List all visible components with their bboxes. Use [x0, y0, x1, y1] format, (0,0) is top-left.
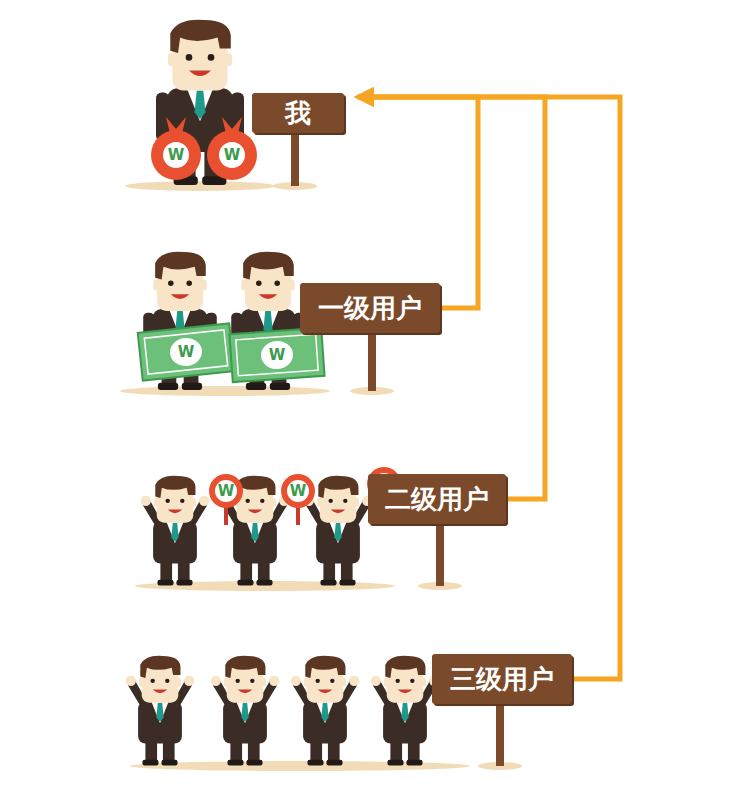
logo-letter: W: [290, 484, 307, 499]
money-bag: [151, 117, 201, 180]
money-bag: [207, 117, 257, 180]
logo-letter: W: [224, 148, 241, 163]
level-sign: 二级用户: [368, 474, 506, 524]
businessman: [291, 656, 360, 766]
paddle-sign: [281, 474, 315, 525]
businessman: [126, 656, 195, 766]
referral-connector: [358, 97, 620, 679]
referral-connector: [358, 97, 478, 308]
banknote: [229, 328, 324, 382]
sign-text: 我: [275, 96, 321, 131]
sign-text: 三级用户: [440, 662, 564, 697]
sign-text: 二级用户: [375, 482, 499, 517]
me-sign: 我: [252, 93, 344, 133]
logo-letter: W: [178, 345, 195, 360]
businessman: [211, 656, 280, 766]
level-sign: 三级用户: [432, 654, 572, 704]
ground-shadow: [120, 386, 330, 396]
logo-letter: W: [269, 348, 286, 363]
businessman: [371, 656, 440, 766]
sign-post: [436, 522, 444, 586]
sign-text: 一级用户: [308, 291, 432, 326]
level-sign: 一级用户: [300, 283, 440, 333]
sign-post: [368, 330, 376, 391]
paddle-sign: [209, 474, 243, 525]
businessman: [141, 476, 210, 586]
sign-post: [291, 130, 299, 186]
ground-shadow: [125, 181, 275, 191]
banknote: [138, 323, 235, 380]
logo-letter: W: [168, 148, 185, 163]
logo-letter: W: [218, 484, 235, 499]
sign-post: [496, 702, 504, 766]
